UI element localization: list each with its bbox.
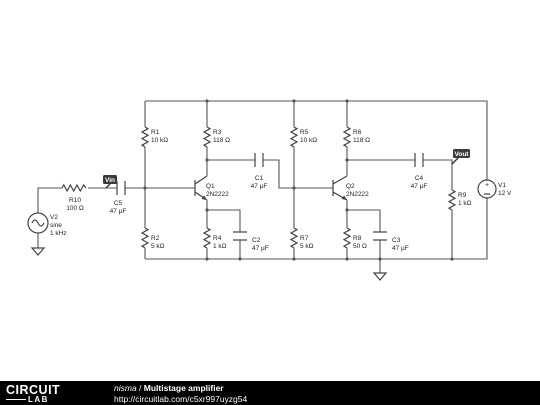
sine-wave-icon — [31, 219, 45, 227]
circuit-url-link[interactable]: http://circuitlab.com/c5xr997uyzg54 — [114, 394, 248, 404]
capacitor-c5[interactable]: C5 47 µF — [110, 181, 127, 215]
c4-value: 47 µF — [411, 183, 428, 190]
resistor-r10[interactable]: R10 100 Ω — [61, 183, 87, 212]
author-name[interactable]: nisma — [114, 383, 137, 393]
r7-name: R7 — [300, 235, 309, 242]
logo-lab-text: LAB — [28, 395, 49, 404]
resistor-r5[interactable]: R5 10 kΩ — [289, 126, 317, 148]
c3-name: C3 — [392, 237, 401, 244]
r5-name: R5 — [300, 129, 309, 136]
resistor-r9[interactable]: R9 1 kΩ — [447, 189, 472, 211]
r8-value: 50 Ω — [353, 243, 367, 250]
c2-name: C2 — [252, 237, 261, 244]
r2-value: 5 kΩ — [151, 243, 165, 250]
circuitlab-logo[interactable]: CIRCUIT LAB — [6, 384, 96, 404]
r2-name: R2 — [151, 235, 160, 242]
junctions — [143, 99, 454, 261]
circuit-title: Multistage amplifier — [143, 383, 224, 393]
r10-value: 100 Ω — [66, 205, 84, 212]
ground-icon-main — [372, 272, 388, 281]
r7-value: 5 kΩ — [300, 243, 314, 250]
r6-name: R6 — [353, 129, 362, 136]
q1-model: 2N2222 — [206, 191, 229, 198]
r9-value: 1 kΩ — [458, 200, 472, 207]
capacitor-c1[interactable]: C1 47 µF — [251, 153, 268, 190]
capacitor-c3[interactable]: C3 47 µF — [373, 231, 409, 252]
v1-name: V1 — [498, 182, 506, 189]
r5-value: 10 kΩ — [300, 137, 317, 144]
dc-source-v1[interactable]: + V1 12 V — [477, 179, 512, 199]
wires — [37, 100, 488, 273]
ground-icon — [30, 247, 46, 256]
net-label-vout[interactable]: Vout — [451, 149, 470, 165]
c5-name: C5 — [114, 200, 123, 207]
resistor-r4[interactable]: R4 1 kΩ — [202, 227, 227, 250]
footer-bar: CIRCUIT LAB nisma / Multistage amplifier… — [0, 381, 540, 405]
c3-value: 47 µF — [392, 245, 409, 252]
transistor-q2[interactable]: Q2 2N2222 — [332, 175, 369, 201]
vin-label: Vin — [105, 177, 115, 184]
r1-name: R1 — [151, 129, 160, 136]
resistor-r2[interactable]: R2 5 kΩ — [140, 227, 165, 250]
c4-name: C4 — [415, 175, 424, 182]
schematic-diagram: R1 10 kΩ R2 5 kΩ R3 118 Ω R4 1 kΩ R5 10 … — [27, 99, 512, 281]
transistor-q1[interactable]: Q1 2N2222 — [194, 175, 229, 201]
v1-value: 12 V — [498, 190, 512, 197]
circuit-credit: nisma / Multistage amplifier — [114, 383, 224, 393]
q2-model: 2N2222 — [346, 191, 369, 198]
sine-source-v2[interactable]: V2 sine 1 kHz — [27, 212, 67, 237]
resistor-r3[interactable]: R3 118 Ω — [202, 126, 230, 148]
v2-name: V2 — [50, 214, 58, 221]
r4-value: 1 kΩ — [213, 243, 227, 250]
r3-value: 118 Ω — [213, 137, 230, 144]
credit-separator: / — [136, 383, 144, 393]
v2-freq: 1 kHz — [50, 230, 67, 237]
r1-value: 10 kΩ — [151, 137, 168, 144]
r8-name: R8 — [353, 235, 362, 242]
net-label-vin[interactable]: Vin — [103, 175, 117, 189]
r9-name: R9 — [458, 192, 467, 199]
c2-value: 47 µF — [252, 245, 269, 252]
c1-value: 47 µF — [251, 183, 268, 190]
r3-name: R3 — [213, 129, 222, 136]
r6-value: 118 Ω — [353, 137, 370, 144]
logo-circuit-text: CIRCUIT — [6, 383, 61, 397]
vout-label: Vout — [455, 151, 470, 158]
resistor-r6[interactable]: R6 118 Ω — [342, 126, 370, 148]
c1-name: C1 — [255, 175, 264, 182]
q2-name: Q2 — [346, 183, 355, 190]
logo-trace-icon — [6, 399, 26, 400]
resistor-r7[interactable]: R7 5 kΩ — [289, 227, 314, 250]
r4-name: R4 — [213, 235, 222, 242]
plus-sign-icon: + — [485, 182, 489, 189]
r10-name: R10 — [69, 197, 81, 204]
resistor-r1[interactable]: R1 10 kΩ — [140, 126, 168, 148]
v2-type: sine — [50, 222, 62, 229]
q1-name: Q1 — [206, 183, 215, 190]
capacitor-c4[interactable]: C4 47 µF — [411, 153, 428, 190]
capacitor-c2[interactable]: C2 47 µF — [233, 231, 269, 252]
resistor-r8[interactable]: R8 50 Ω — [342, 227, 367, 250]
c5-value: 47 µF — [110, 208, 127, 215]
